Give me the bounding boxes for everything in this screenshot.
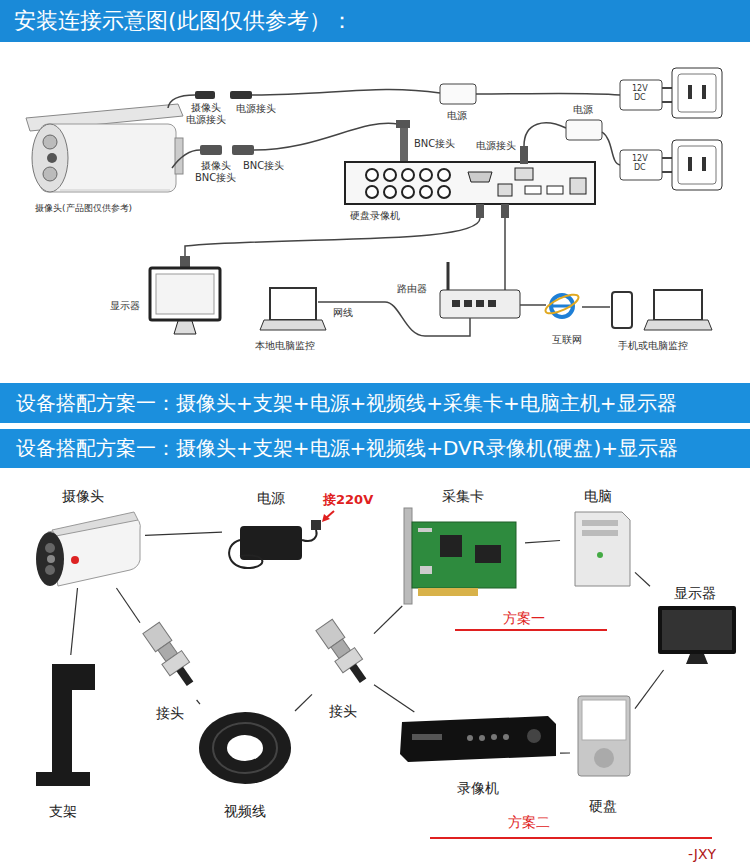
label-slot: 12V DC (632, 84, 648, 102)
connector-line (295, 694, 312, 711)
device-node: 显示器 (650, 585, 740, 670)
part-label: 电源接头 (476, 140, 516, 152)
label-slot: 互联网 (552, 334, 582, 346)
band-text: 设备搭配方案一：摄像头+支架+电源+视频线+DVR录像机(硬盘)+显示器 (16, 435, 678, 462)
connector-line (116, 588, 140, 623)
label-slot: 摄像头 电源接头 (186, 102, 226, 125)
part-label: 方案一 (503, 610, 545, 627)
label-slot: 硬盘录像机 (350, 210, 400, 222)
part-label: 摄像头 电源接头 (186, 102, 226, 125)
scheme-band: 设备搭配方案一：摄像头+支架+电源+视频线+采集卡+电脑主机+显示器 (0, 383, 750, 423)
device-node: 电源 (222, 490, 320, 570)
device-node: 支架 (25, 655, 100, 820)
label-slot: 电源 (573, 104, 593, 116)
connector-line (635, 670, 664, 709)
part-label: 手机或电脑监控 (618, 340, 688, 352)
connector-line (635, 572, 650, 586)
device-label: 接头 (329, 703, 357, 720)
connector-line (71, 588, 78, 655)
part-label: BNC接头 (243, 160, 284, 172)
label-slot: 路由器 (397, 283, 427, 295)
label-slot: 摄像头 BNC接头 (195, 160, 236, 183)
label-slot: 电源接头 (476, 140, 516, 152)
device-label: 显示器 (674, 585, 716, 602)
part-label: 12V DC (632, 84, 648, 102)
part-label: -JXY (688, 846, 716, 863)
device-label: 支架 (49, 803, 77, 820)
device-node: 视频线 (195, 700, 295, 820)
label-slot: 摄像头(产品图仅供参考) (35, 203, 132, 214)
device-node: 接头 (140, 612, 200, 722)
label-slot: 方案一 (503, 610, 545, 627)
label-slot: 方案二 (508, 814, 550, 831)
label-slot: 显示器 (110, 300, 140, 312)
connector-line (560, 752, 570, 753)
part-label: 方案二 (508, 814, 550, 831)
label-slot: 电源接头 (236, 103, 276, 115)
label-slot: 电源 (447, 110, 467, 122)
connector-line (197, 700, 200, 704)
device-label: 电源 (257, 490, 285, 507)
title-text: 安装连接示意图(此图仅供参考）： (0, 0, 750, 42)
connector-line (525, 541, 560, 543)
device-node: 摄像头 (20, 488, 145, 588)
device-node: 电脑 (560, 488, 635, 588)
part-label: 电源接头 (236, 103, 276, 115)
part-label: 本地电脑监控 (255, 340, 315, 352)
label-slot: 网线 (333, 307, 353, 319)
part-label: 显示器 (110, 300, 140, 312)
part-label: 12V DC (632, 154, 648, 172)
device-node: 采集卡 (400, 488, 525, 606)
device-label: 电脑 (584, 488, 612, 505)
device-node: 硬盘 (570, 690, 635, 815)
title-bar: 安装连接示意图(此图仅供参考）： (0, 0, 750, 42)
connector-line (374, 606, 402, 634)
device-label: 硬盘 (589, 798, 617, 815)
device-label: 摄像头 (62, 488, 104, 505)
label-slot: 接220V (323, 492, 373, 508)
device-label: 视频线 (224, 803, 266, 820)
part-label: BNC接头 (414, 138, 455, 150)
label-slot: BNC接头 (414, 138, 455, 150)
part-label: 接220V (323, 492, 373, 508)
part-label: 硬盘录像机 (350, 210, 400, 222)
part-label: 路由器 (397, 283, 427, 295)
connector-line (145, 532, 222, 535)
label-slot: 本地电脑监控 (255, 340, 315, 352)
part-label: 摄像头 BNC接头 (195, 160, 236, 183)
device-label: 接头 (156, 705, 184, 722)
scheme-band: 设备搭配方案一：摄像头+支架+电源+视频线+DVR录像机(硬盘)+显示器 (0, 429, 750, 468)
device-node: 接头 (312, 608, 374, 720)
part-label: 电源 (447, 110, 467, 122)
label-slot: 手机或电脑监控 (618, 340, 688, 352)
device-label: 采集卡 (442, 488, 484, 505)
connector-line (374, 685, 414, 712)
device-label: 录像机 (457, 780, 499, 797)
part-label: 互联网 (552, 334, 582, 346)
band-text: 设备搭配方案一：摄像头+支架+电源+视频线+采集卡+电脑主机+显示器 (16, 390, 677, 417)
label-slot: -JXY (688, 846, 716, 863)
part-label: 电源 (573, 104, 593, 116)
part-label: 摄像头(产品图仅供参考) (35, 203, 132, 214)
label-slot: 12V DC (632, 154, 648, 172)
label-slot: BNC接头 (243, 160, 284, 172)
device-node: 录像机 (395, 712, 560, 797)
part-label: 网线 (333, 307, 353, 319)
